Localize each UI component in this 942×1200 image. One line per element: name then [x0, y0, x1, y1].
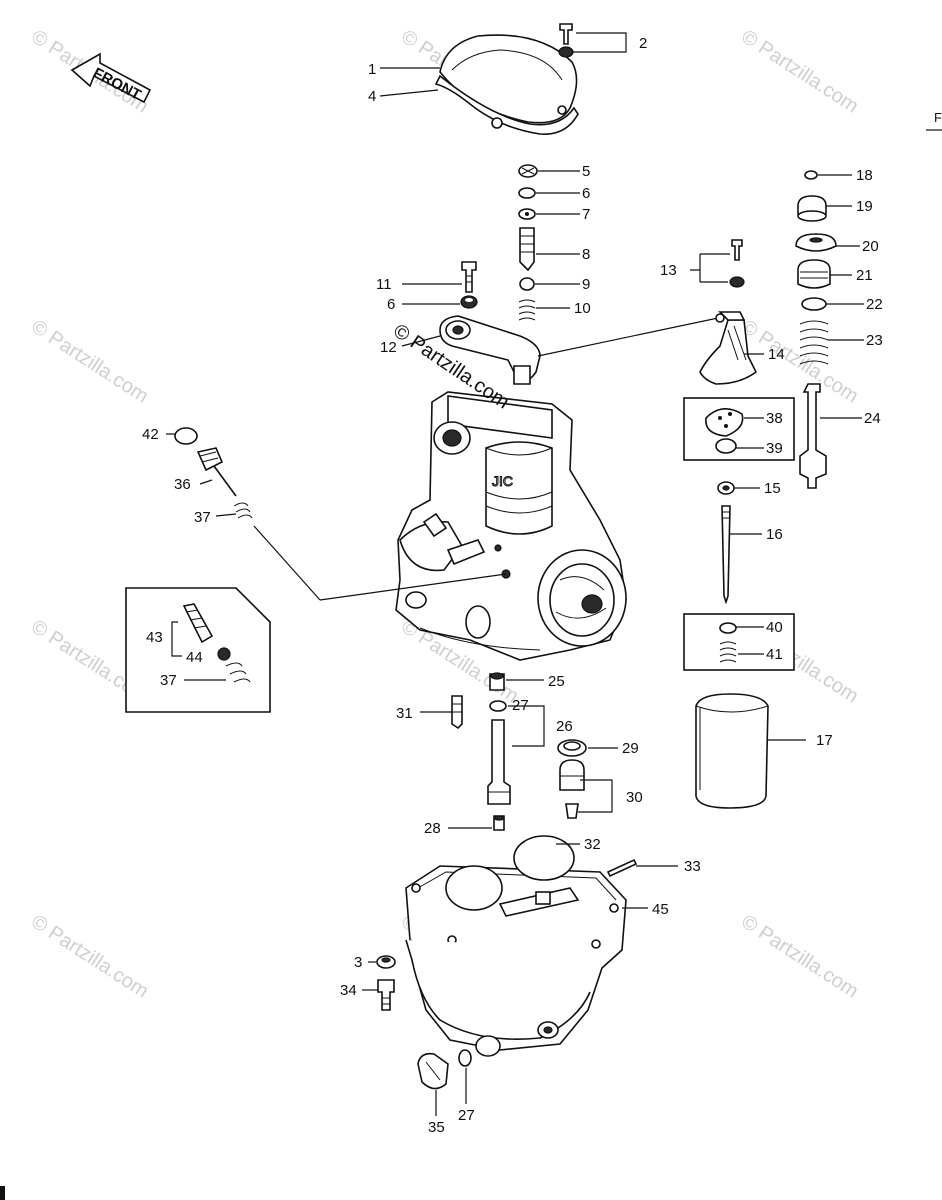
inset-box-38 [683, 397, 795, 461]
callout-16: 16 [766, 526, 783, 543]
jet-needle-group [717, 481, 735, 605]
callout-20: 20 [862, 238, 879, 255]
watermark: © Partzilla.com [27, 911, 152, 1003]
callout-5: 5 [582, 163, 590, 180]
callout-42: 42 [142, 426, 159, 443]
screw-11-group [460, 261, 478, 309]
callout-3: 3 [354, 954, 362, 971]
callout-27b: 27 [458, 1107, 475, 1124]
callout-10: 10 [574, 300, 591, 317]
callout-18: 18 [856, 167, 873, 184]
callout-2: 2 [639, 35, 647, 52]
callout-1: 1 [368, 61, 376, 78]
callout-19: 19 [856, 198, 873, 215]
edge-letter: F [934, 110, 942, 125]
callout-14: 14 [768, 346, 785, 363]
callout-7: 7 [582, 206, 590, 223]
edge-mark [0, 1186, 5, 1200]
watermark: © Partzilla.com [737, 316, 862, 408]
callout-44: 44 [186, 649, 203, 666]
callout-25: 25 [548, 673, 565, 690]
callout-9: 9 [582, 276, 590, 293]
throttle-slide-17 [695, 693, 769, 809]
callout-12: 12 [380, 339, 397, 356]
watermark: © Partzilla.com [27, 316, 152, 408]
callout-37a: 37 [194, 509, 211, 526]
carburetor-body: JIC [395, 391, 627, 661]
callout-6b: 6 [387, 296, 395, 313]
float-bowl-group [376, 835, 638, 1090]
callout-labels: 1 2 4 5 6 7 8 9 10 11 6 12 13 14 38 39 1… [142, 35, 883, 1136]
callout-29: 29 [622, 740, 639, 757]
top-cap-group [434, 23, 579, 135]
callout-41: 41 [766, 646, 783, 663]
pilot-screw-group [174, 427, 507, 601]
callout-27a: 27 [512, 697, 529, 714]
callout-35: 35 [428, 1119, 445, 1136]
callout-36: 36 [174, 476, 191, 493]
link-arm-12 [439, 315, 719, 385]
callout-37b: 37 [160, 672, 177, 689]
callout-26: 26 [556, 718, 573, 735]
callout-4: 4 [368, 88, 376, 105]
callout-17: 17 [816, 732, 833, 749]
fitting-31 [451, 695, 463, 730]
callout-34: 34 [340, 982, 357, 999]
watermark: © Partzilla.com [737, 911, 862, 1003]
watermark: © Partzilla.com [737, 26, 862, 118]
center-stack-group [518, 164, 538, 321]
callout-45: 45 [652, 901, 669, 918]
callout-6a: 6 [582, 185, 590, 202]
callout-23: 23 [866, 332, 883, 349]
starter-plunger-group [795, 170, 837, 489]
callout-38: 38 [766, 410, 783, 427]
jet-holder-25 [489, 672, 505, 691]
inset-box-43 [125, 587, 271, 713]
callout-11: 11 [376, 276, 392, 293]
callout-43: 43 [146, 629, 163, 646]
callout-24: 24 [864, 410, 881, 427]
callout-22: 22 [866, 296, 883, 313]
callout-8: 8 [582, 246, 590, 263]
leader-lines [166, 32, 864, 1116]
bracket-14-group [699, 239, 758, 385]
main-jet-group [557, 739, 587, 819]
needle-jet-26 [487, 700, 511, 805]
inset-box-40 [683, 613, 795, 671]
callout-15: 15 [764, 480, 781, 497]
callout-13: 13 [660, 262, 677, 279]
callout-40: 40 [766, 619, 783, 636]
svg-text:JIC: JIC [492, 473, 513, 489]
callout-39: 39 [766, 440, 783, 457]
callout-21: 21 [856, 267, 873, 284]
callout-32: 32 [584, 836, 601, 853]
callout-31: 31 [396, 705, 413, 722]
pilot-jet-28 [493, 815, 505, 831]
callout-33: 33 [684, 858, 701, 875]
callout-30: 30 [626, 789, 643, 806]
callout-28: 28 [424, 820, 441, 837]
